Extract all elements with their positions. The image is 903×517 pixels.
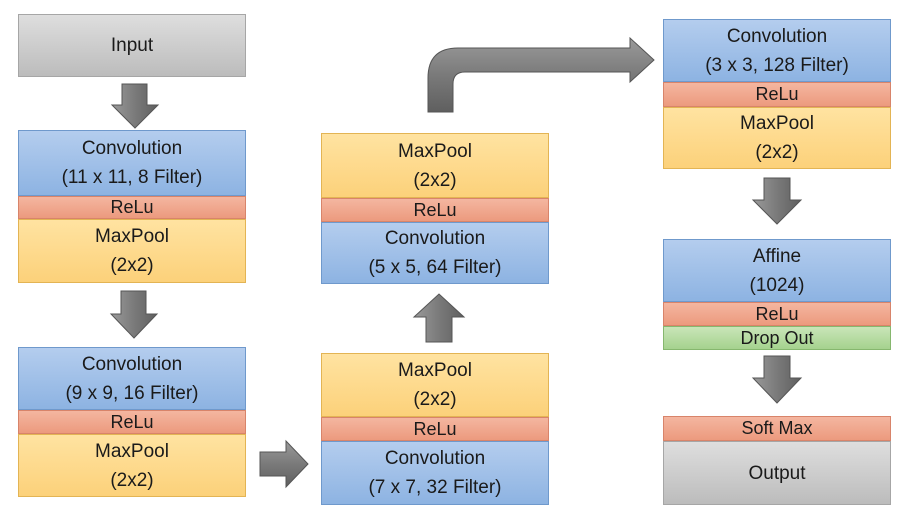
arrow-up-1 (412, 293, 466, 343)
maxpool-label: MaxPool (95, 226, 169, 247)
affine-label: Affine (752, 245, 802, 267)
relu-block-2: ReLu (18, 410, 246, 434)
relu-label: ReLu (755, 303, 799, 324)
conv-label: Convolution (81, 138, 183, 159)
conv-param: (9 x 9, 16 Filter) (65, 382, 199, 404)
output-node: Output (663, 441, 891, 505)
conv-param: (11 x 11, 8 Filter) (61, 167, 203, 188)
softmax-label: Soft Max (741, 418, 813, 438)
output-label: Output (748, 462, 806, 484)
arrow-down-2 (109, 290, 159, 339)
conv-param: (5 x 5, 64 Filter) (368, 257, 502, 278)
softmax-block: Soft Max (663, 416, 891, 441)
conv-block-5: Convolution (3 x 3, 128 Filter) (663, 19, 891, 82)
conv-label: Convolution (384, 228, 486, 249)
arrow-down-3 (751, 177, 803, 225)
conv-block-4: Convolution (5 x 5, 64 Filter) (321, 222, 549, 284)
arrow-curve (427, 36, 655, 113)
conv-block-2: Convolution (9 x 9, 16 Filter) (18, 347, 246, 410)
maxpool-param: (2x2) (755, 142, 799, 163)
conv-block-3: Convolution (7 x 7, 32 Filter) (321, 441, 549, 505)
relu-block-3: ReLu (321, 417, 549, 441)
maxpool-param: (2x2) (413, 389, 457, 410)
conv-param: (7 x 7, 32 Filter) (368, 477, 502, 498)
relu-label: ReLu (413, 199, 457, 220)
maxpool-param: (2x2) (110, 255, 154, 276)
arrow-down-4 (751, 355, 803, 404)
input-node: Input (18, 14, 246, 77)
relu-block-6: ReLu (663, 302, 891, 326)
arrow-down-1 (110, 83, 160, 129)
conv-param: (3 x 3, 128 Filter) (705, 54, 849, 76)
relu-label: ReLu (110, 411, 154, 432)
relu-block-5: ReLu (663, 82, 891, 107)
maxpool-label: MaxPool (95, 440, 169, 462)
maxpool-label: MaxPool (740, 113, 814, 134)
maxpool-block-4: MaxPool (2x2) (321, 133, 549, 198)
conv-label: Convolution (81, 353, 183, 375)
relu-label: ReLu (110, 197, 154, 217)
relu-block-4: ReLu (321, 198, 549, 222)
maxpool-block-2: MaxPool (2x2) (18, 434, 246, 497)
maxpool-param: (2x2) (110, 469, 154, 491)
relu-label: ReLu (755, 84, 799, 104)
maxpool-param: (2x2) (413, 169, 457, 191)
maxpool-block-1: MaxPool (2x2) (18, 219, 246, 283)
maxpool-label: MaxPool (398, 360, 472, 381)
maxpool-label: MaxPool (398, 140, 472, 162)
affine-block: Affine (1024) (663, 239, 891, 302)
conv-block-1: Convolution (11 x 11, 8 Filter) (18, 130, 246, 196)
dropout-block: Drop Out (663, 326, 891, 350)
maxpool-block-3: MaxPool (2x2) (321, 353, 549, 417)
relu-block-1: ReLu (18, 196, 246, 219)
arrow-right-1 (259, 439, 309, 489)
affine-param: (1024) (749, 274, 805, 296)
relu-label: ReLu (413, 418, 457, 439)
conv-label: Convolution (384, 448, 486, 469)
maxpool-block-5: MaxPool (2x2) (663, 107, 891, 169)
input-label: Input (110, 35, 154, 56)
dropout-label: Drop Out (740, 327, 814, 348)
conv-label: Convolution (726, 25, 828, 47)
